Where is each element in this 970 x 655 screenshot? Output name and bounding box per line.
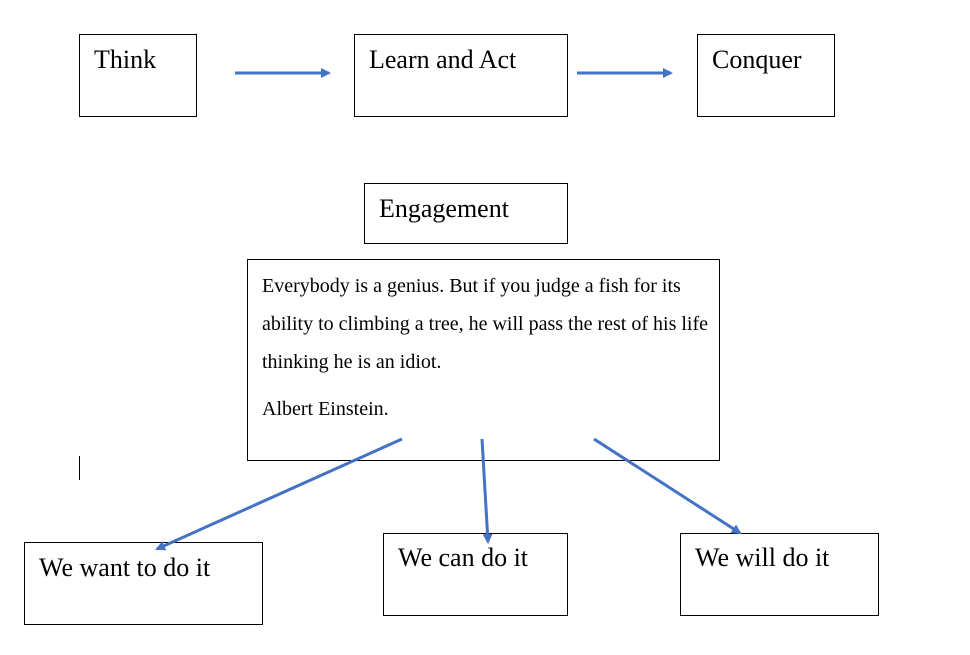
conquer-label: Conquer	[712, 45, 802, 74]
think-label: Think	[94, 45, 157, 74]
quote-author: Albert Einstein.	[262, 398, 389, 420]
we-will-label: We will do it	[695, 543, 830, 572]
quote-box: Everybody is a genius. But if you judge …	[247, 259, 720, 461]
we-will-box: We will do it	[680, 533, 879, 616]
learn-and-act-label: Learn and Act	[369, 45, 517, 74]
we-can-box: We can do it	[383, 533, 568, 616]
text-cursor	[79, 456, 80, 480]
we-want-box: We want to do it	[24, 542, 263, 625]
conquer-box: Conquer	[697, 34, 835, 117]
think-box: Think	[79, 34, 197, 117]
engagement-label: Engagement	[379, 194, 509, 223]
engagement-box: Engagement	[364, 183, 568, 244]
we-can-label: We can do it	[398, 543, 529, 572]
learn-and-act-box: Learn and Act	[354, 34, 568, 117]
arrow-to-we-can	[480, 438, 493, 544]
quote-text: Everybody is a genius. But if you judge …	[262, 275, 709, 373]
arrow-to-we-will	[593, 437, 742, 535]
arrow-to-we-want	[155, 437, 403, 551]
we-want-label: We want to do it	[39, 553, 211, 582]
